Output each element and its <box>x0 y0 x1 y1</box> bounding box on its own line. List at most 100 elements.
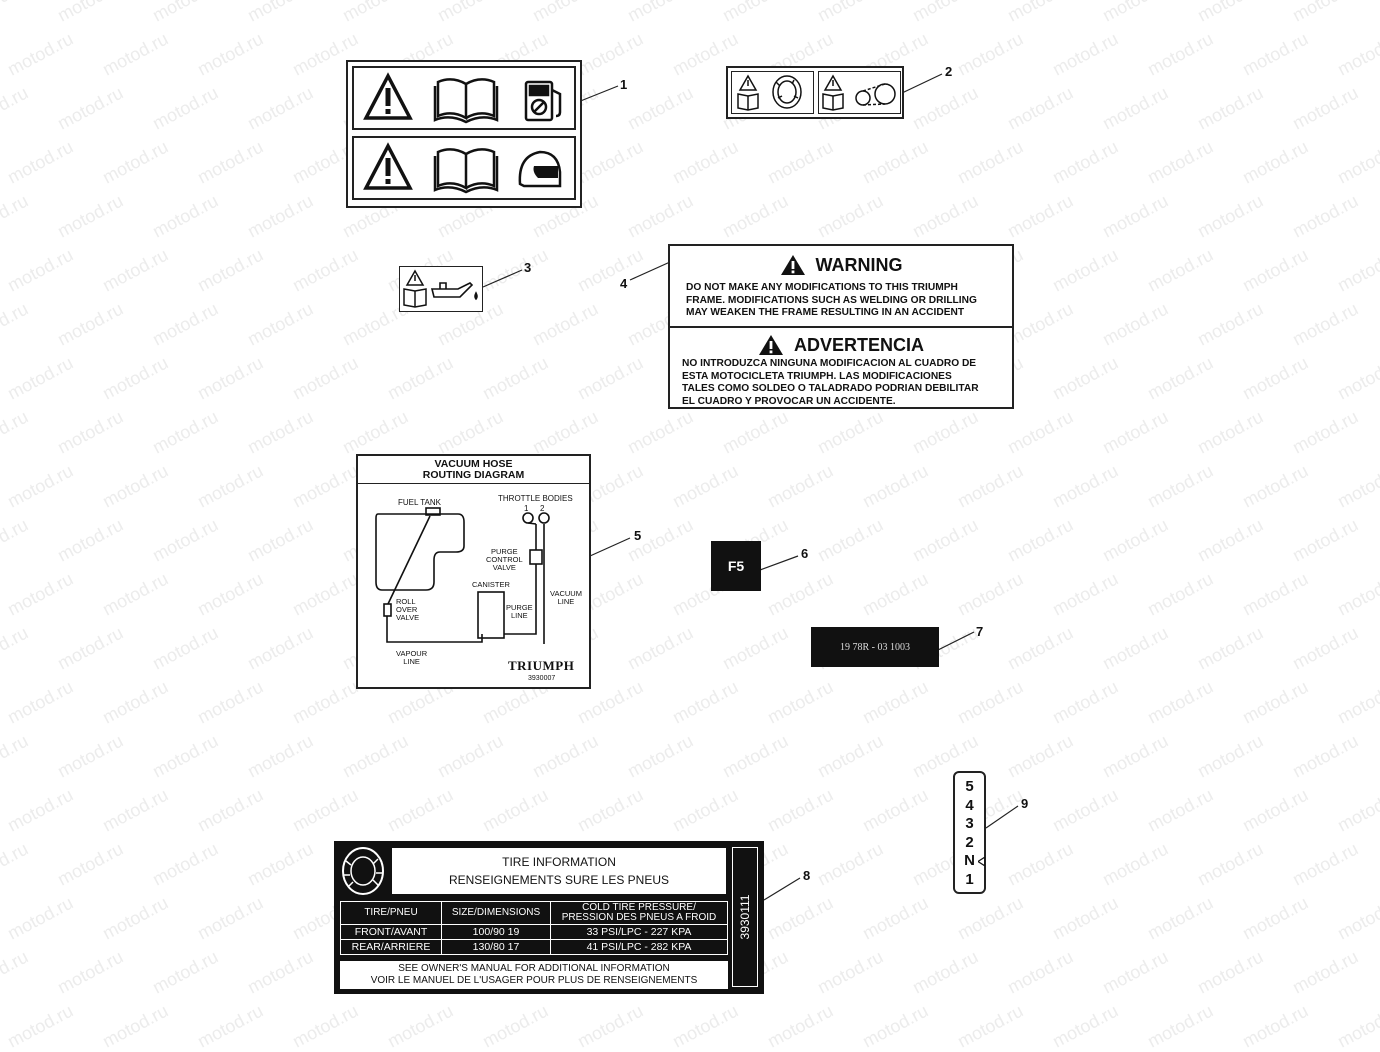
tire-title-panel: TIRE INFORMATION RENSEIGNEMENTS SURE LES… <box>392 848 726 894</box>
watermark-text: motod.ru <box>0 622 32 674</box>
vacuum-line-text: VACUUM <box>550 589 582 598</box>
label-7-vin-plate: 19 78R - 03 1003 <box>811 627 939 667</box>
table-row: REAR/ARRIERE 130/80 17 41 PSI/LPC - 282 … <box>340 939 728 955</box>
watermark-text: motod.ru <box>434 730 507 782</box>
watermark-text: motod.ru <box>1144 244 1217 296</box>
label-2-tyre-chain <box>726 66 904 119</box>
watermark-text: motod.ru <box>1239 136 1312 188</box>
warning-triangle-icon <box>780 255 805 275</box>
watermark-text: motod.ru <box>624 190 697 242</box>
watermark-text: motod.ru <box>149 838 222 890</box>
watermark-text: motod.ru <box>1004 838 1077 890</box>
watermark-text: motod.ru <box>289 1000 362 1052</box>
row-front-size: 100/90 19 <box>441 924 551 940</box>
watermark-text: motod.ru <box>1334 28 1380 80</box>
watermark-text: motod.ru <box>244 82 317 134</box>
watermark-text: motod.ru <box>1004 514 1077 566</box>
watermark-text: motod.ru <box>954 676 1027 728</box>
watermark-text: motod.ru <box>54 946 127 998</box>
watermark-text: motod.ru <box>244 406 317 458</box>
watermark-text: motod.ru <box>1289 406 1362 458</box>
vacuum-diagram-title: VACUUM HOSE ROUTING DIAGRAM <box>358 459 589 481</box>
roll-over-text: ROLL <box>396 597 416 606</box>
watermark-text: motod.ru <box>99 784 172 836</box>
purge-line <box>504 564 537 635</box>
tire-title-line1: TIRE INFORMATION <box>502 855 616 869</box>
label-1-warning-icons <box>346 60 582 208</box>
vacuum-title-line1: VACUUM HOSE <box>434 458 513 470</box>
watermark-text: motod.ru <box>1004 946 1077 998</box>
watermark-text: motod.ru <box>909 514 982 566</box>
watermark-text: motod.ru <box>99 1000 172 1052</box>
label-1-top-row <box>352 66 576 130</box>
header-size: SIZE/DIMENSIONS <box>441 901 551 925</box>
roll-over-text: OVER <box>396 605 418 614</box>
watermark-text: motod.ru <box>909 406 982 458</box>
watermark-text: motod.ru <box>1194 514 1267 566</box>
advertencia-section: ADVERTENCIA NO INTRODUZCA NINGUNA MODIFI… <box>670 328 1012 408</box>
watermark-text: motod.ru <box>54 622 127 674</box>
purge-line-text: PURGE <box>506 603 533 612</box>
owners-manual-icon <box>433 78 499 124</box>
watermark-text: motod.ru <box>669 784 742 836</box>
chain-icon <box>855 83 896 106</box>
watermark-text: motod.ru <box>1289 622 1362 674</box>
watermark-text: motod.ru <box>479 244 552 296</box>
watermark-text: motod.ru <box>289 244 362 296</box>
watermark-text: motod.ru <box>1334 352 1380 404</box>
watermark-text: motod.ru <box>814 730 887 782</box>
watermark-text: motod.ru <box>479 1000 552 1052</box>
vapour-line-text: LINE <box>403 657 420 666</box>
watermark-text: motod.ru <box>814 514 887 566</box>
watermark-text: motod.ru <box>194 568 267 620</box>
watermark-text: motod.ru <box>99 28 172 80</box>
watermark-text: motod.ru <box>479 784 552 836</box>
watermark-text: motod.ru <box>624 0 697 26</box>
watermark-text: motod.ru <box>0 946 32 998</box>
watermark-text: motod.ru <box>1289 0 1362 26</box>
tyre-icon <box>772 75 802 109</box>
watermark-text: motod.ru <box>149 298 222 350</box>
watermark-text: motod.ru <box>1049 568 1122 620</box>
canister-shape <box>477 591 505 639</box>
watermark-text: motod.ru <box>814 190 887 242</box>
watermark-text: motod.ru <box>1099 730 1172 782</box>
watermark-text: motod.ru <box>1194 190 1267 242</box>
watermark-text: motod.ru <box>954 460 1027 512</box>
warning-triangle-icon <box>363 142 413 190</box>
label-1-bottom-row <box>352 136 576 200</box>
watermark-text: motod.ru <box>99 892 172 944</box>
watermark-text: motod.ru <box>1289 838 1362 890</box>
watermark-text: motod.ru <box>1194 82 1267 134</box>
watermark-text: motod.ru <box>764 892 837 944</box>
helmet-icon <box>518 150 562 188</box>
watermark-text: motod.ru <box>1239 676 1312 728</box>
watermark-text: motod.ru <box>1194 0 1267 26</box>
watermark-text: motod.ru <box>0 82 32 134</box>
watermark-text: motod.ru <box>1099 82 1172 134</box>
watermark-text: motod.ru <box>719 622 792 674</box>
watermark-text: motod.ru <box>574 1000 647 1052</box>
watermark-text: motod.ru <box>1049 676 1122 728</box>
watermark-text: motod.ru <box>99 676 172 728</box>
vacuum-line-label: VACUUM LINE <box>550 590 582 606</box>
watermark-text: motod.ru <box>669 1000 742 1052</box>
oil-can-icon <box>430 282 478 301</box>
watermark-text: motod.ru <box>289 784 362 836</box>
watermark-text: motod.ru <box>1144 28 1217 80</box>
watermark-text: motod.ru <box>0 298 32 350</box>
throttle-body-2 <box>538 512 550 524</box>
watermark-text: motod.ru <box>54 838 127 890</box>
watermark-text: motod.ru <box>1099 946 1172 998</box>
watermark-text: motod.ru <box>339 406 412 458</box>
watermark-text: motod.ru <box>1144 1000 1217 1052</box>
watermark-text: motod.ru <box>194 676 267 728</box>
vacuum-line-text: LINE <box>557 597 575 606</box>
callout-9: 9 <box>1021 796 1029 811</box>
watermark-text: motod.ru <box>1239 28 1312 80</box>
leader-line-6 <box>759 555 799 571</box>
watermark-text: motod.ru <box>0 730 32 782</box>
callout-6: 6 <box>801 546 809 561</box>
watermark-text: motod.ru <box>814 406 887 458</box>
watermark-text: motod.ru <box>1049 892 1122 944</box>
